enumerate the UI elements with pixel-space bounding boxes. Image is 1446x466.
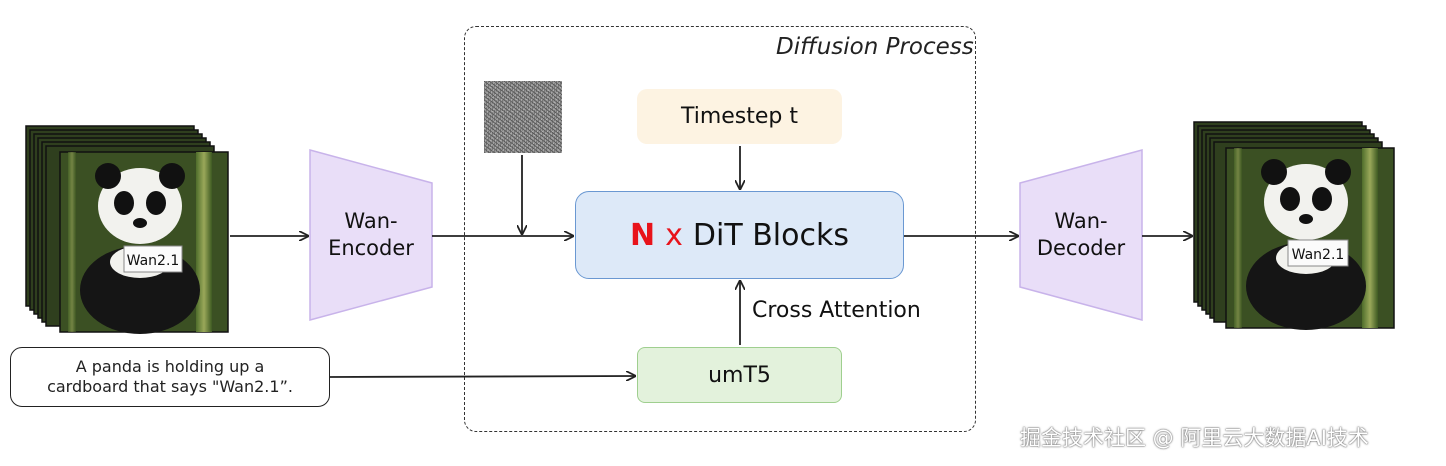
cross-attention-label: Cross Attention: [752, 298, 921, 323]
dit-count-n: N: [630, 217, 656, 253]
decoder-label-line2: Decoder: [1036, 236, 1126, 260]
encoder-label-line1: Wan-: [344, 209, 398, 233]
diffusion-process-region: [464, 26, 976, 432]
dit-blocks-box: N x DiT Blocks: [575, 191, 904, 279]
prompt-line1: A panda is holding up a: [75, 357, 265, 376]
decoder-label-line1: Wan-: [1054, 209, 1108, 233]
output-frame-stack: Wan2.1: [1193, 121, 1395, 330]
decoder-trapezoid: [1019, 149, 1143, 321]
timestep-label: Timestep t: [680, 104, 799, 129]
timestep-box: Timestep t: [637, 89, 842, 144]
encoder-trapezoid: [309, 149, 433, 321]
encoder-label: Wan- Encoder: [310, 208, 432, 262]
output-sign-text: Wan2.1: [1292, 247, 1345, 263]
encoder-label-line2: Encoder: [328, 236, 414, 260]
diffusion-process-title: Diffusion Process: [776, 34, 974, 60]
dit-label: DiT Blocks: [692, 217, 849, 253]
noise-image: [484, 81, 562, 153]
output-frame-image: Wan2.1: [1225, 147, 1395, 330]
umt5-box: umT5: [637, 347, 842, 403]
prompt-line2: cardboard that says "Wan2.1”.: [47, 377, 293, 396]
input-frame-image: Wan2.1: [59, 151, 229, 334]
decoder-label: Wan- Decoder: [1020, 208, 1142, 262]
text-prompt-box: A panda is holding up a cardboard that s…: [10, 347, 330, 407]
umt5-label: umT5: [708, 362, 771, 388]
arrow-prompt-to-umt5: [329, 376, 635, 377]
input-frame-stack: Wan2.1: [25, 125, 229, 334]
input-sign-text: Wan2.1: [127, 253, 180, 269]
watermark: 掘金技术社区 @ 阿里云大数据AI技术: [1020, 426, 1369, 450]
dit-multiply-x: x: [665, 217, 683, 253]
